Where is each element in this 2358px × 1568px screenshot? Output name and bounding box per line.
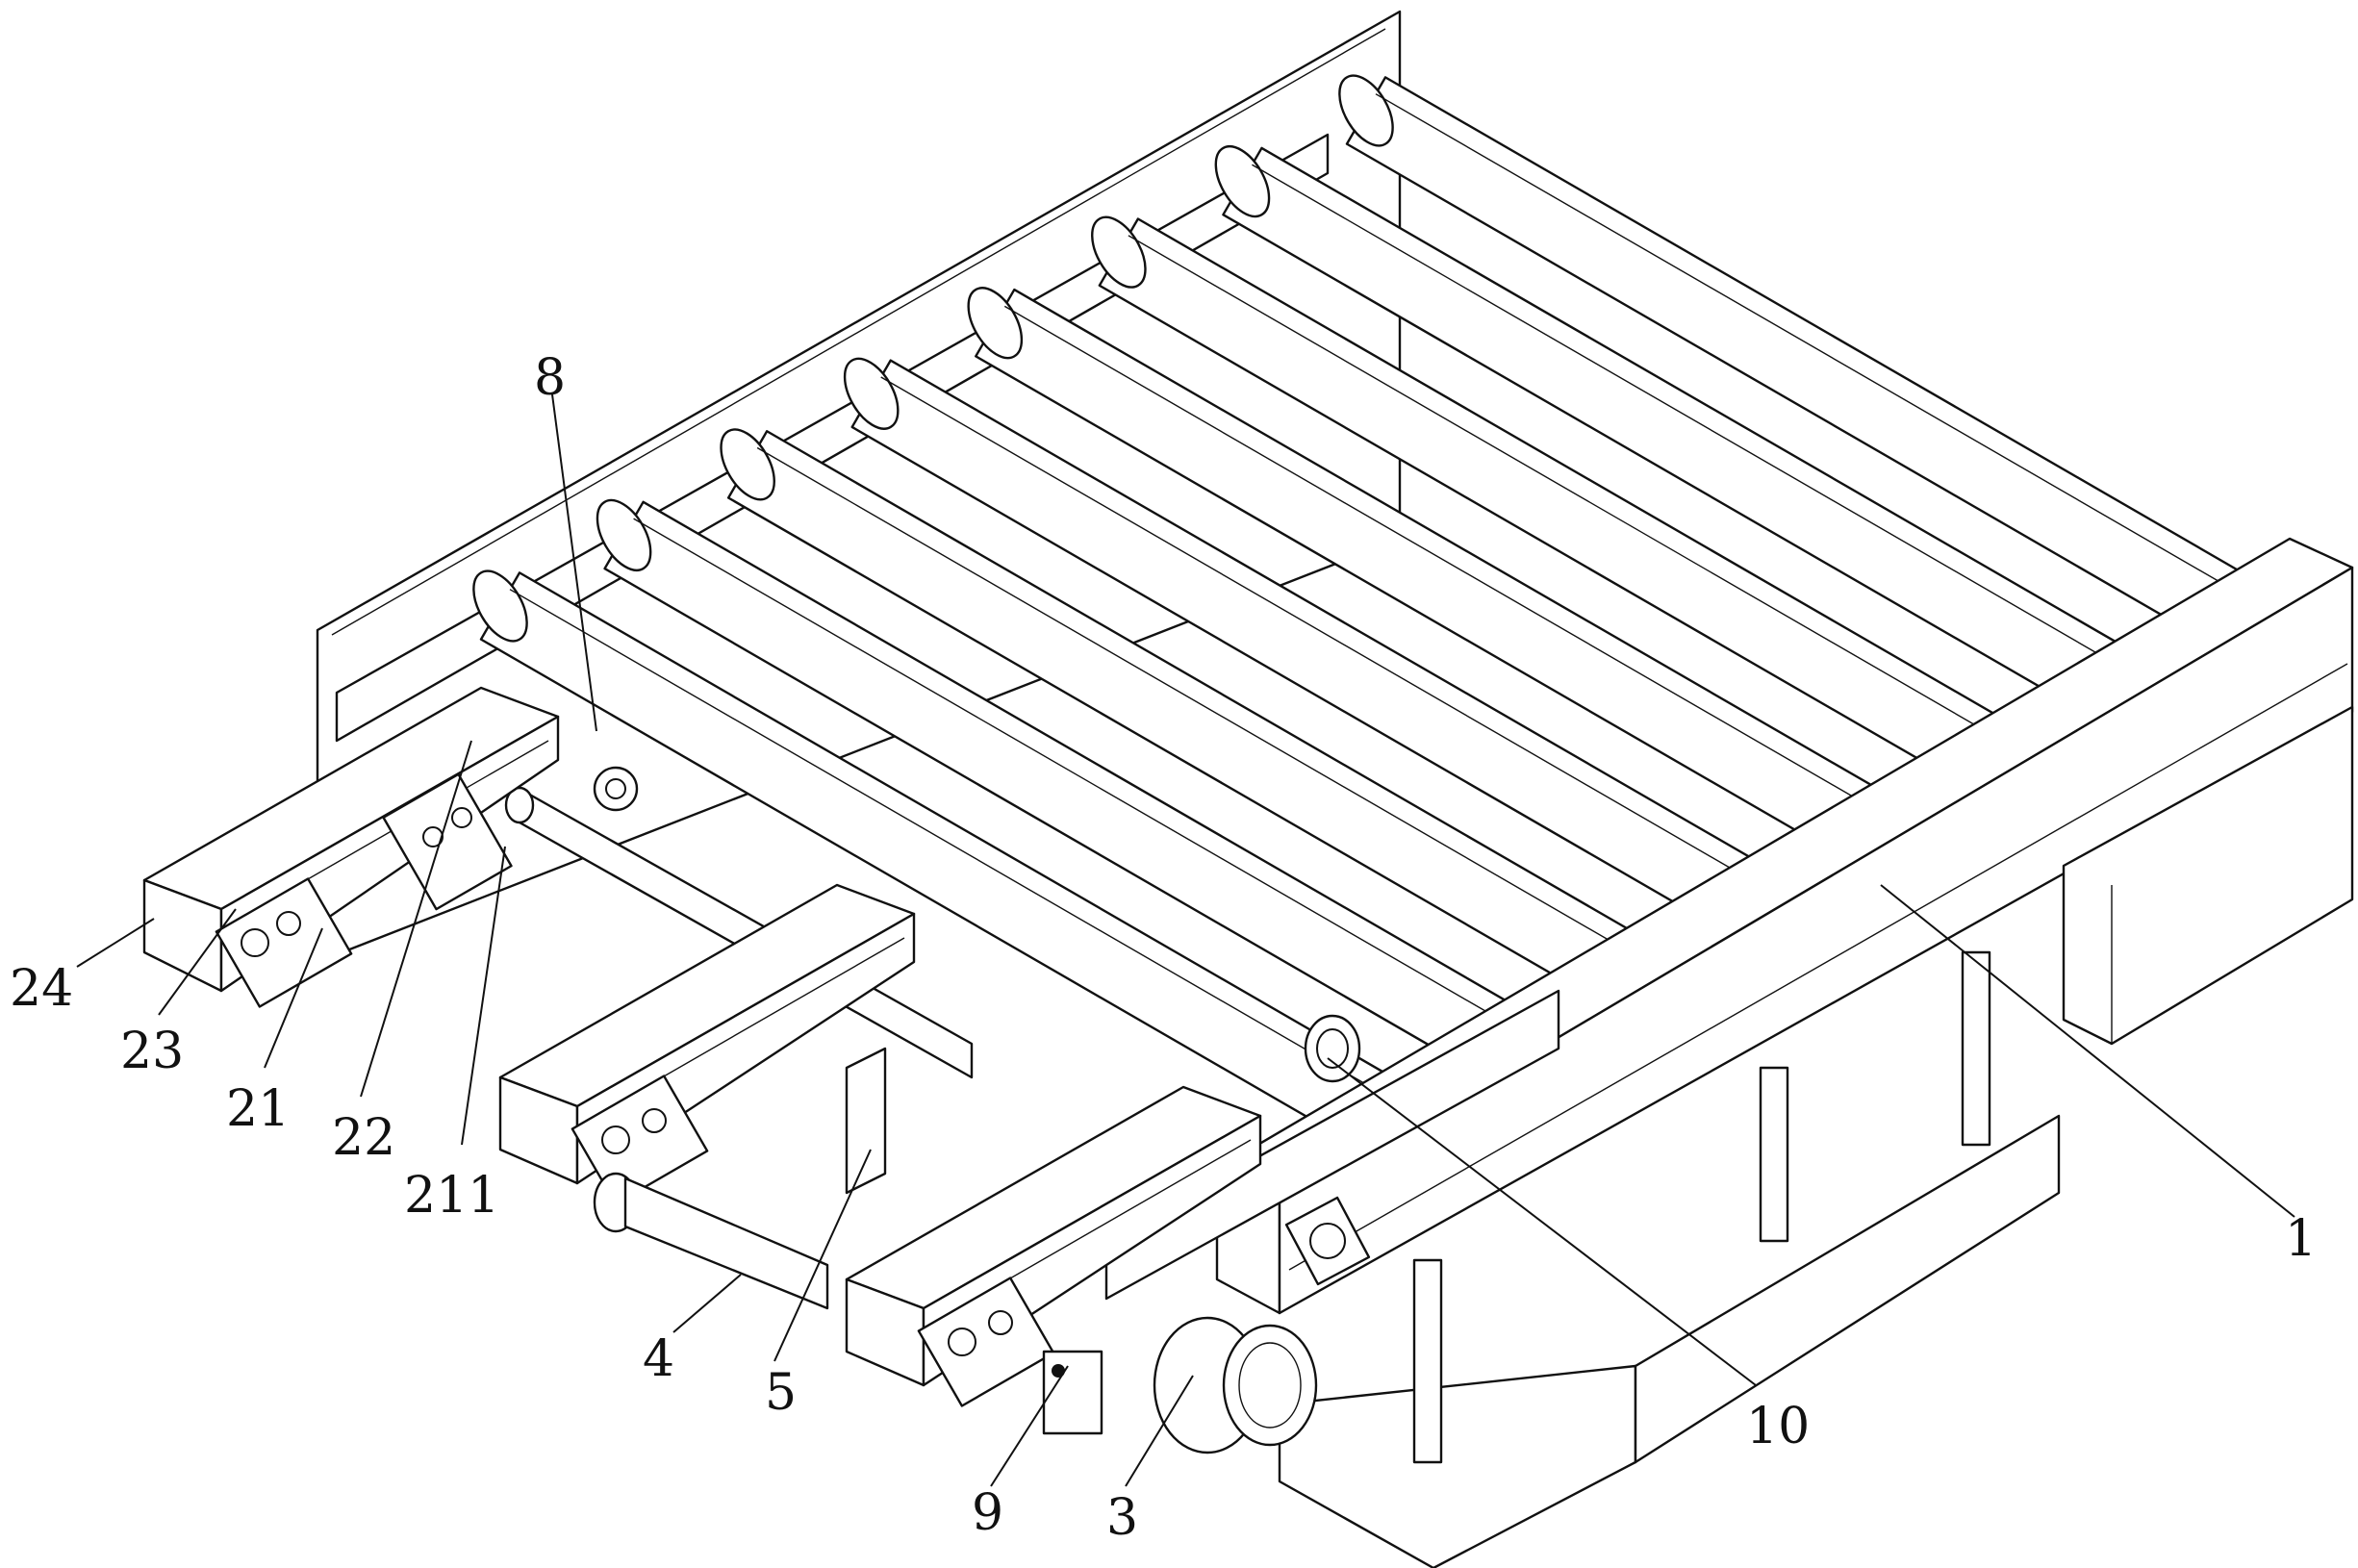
label-10: 10 bbox=[1746, 1398, 1810, 1455]
leader-lines bbox=[76, 393, 2295, 1487]
roller-set bbox=[472, 74, 2311, 1175]
label-211: 211 bbox=[404, 1167, 499, 1225]
leader-5 bbox=[773, 1149, 872, 1362]
label-21: 21 bbox=[226, 1080, 290, 1138]
leader-21 bbox=[264, 927, 323, 1069]
detection-sensor bbox=[1042, 1350, 1103, 1435]
label-9: 9 bbox=[972, 1484, 1003, 1542]
leader-8 bbox=[551, 393, 597, 732]
leader-22 bbox=[360, 740, 472, 1098]
leader-3 bbox=[1125, 1375, 1194, 1487]
leader-4 bbox=[672, 1274, 742, 1333]
label-3: 3 bbox=[1106, 1489, 1138, 1547]
belt-lift-assembly-right bbox=[845, 1085, 1262, 1407]
leader-24 bbox=[76, 918, 155, 968]
label-23: 23 bbox=[120, 1023, 184, 1080]
control-cabinet bbox=[2062, 705, 2354, 1046]
label-1: 1 bbox=[2285, 1210, 2317, 1268]
lifting-cylinder bbox=[593, 1172, 829, 1310]
label-22: 22 bbox=[332, 1109, 395, 1167]
sensor-bracket bbox=[845, 1047, 887, 1195]
label-8: 8 bbox=[534, 349, 566, 407]
reference-labels: 1 3 4 5 8 9 10 21 22 23 24 211 bbox=[10, 349, 2317, 1547]
label-4: 4 bbox=[643, 1330, 674, 1388]
conveyor-roller bbox=[1091, 215, 2064, 821]
base-frame bbox=[1104, 950, 2061, 1568]
conveyor-roller bbox=[596, 498, 1568, 1104]
end-bearing-block bbox=[1304, 1014, 1361, 1083]
label-5: 5 bbox=[765, 1364, 797, 1422]
leader-23 bbox=[158, 908, 237, 1016]
leader-211 bbox=[461, 846, 506, 1146]
drive-motor bbox=[1153, 1316, 1318, 1454]
leader-10 bbox=[1327, 1057, 1757, 1386]
leader-9 bbox=[990, 1365, 1069, 1487]
belt-lift-assembly-middle bbox=[498, 883, 916, 1205]
belt-lift-assembly-left bbox=[142, 686, 560, 1008]
leader-1 bbox=[1880, 884, 2295, 1218]
label-24: 24 bbox=[10, 960, 73, 1018]
